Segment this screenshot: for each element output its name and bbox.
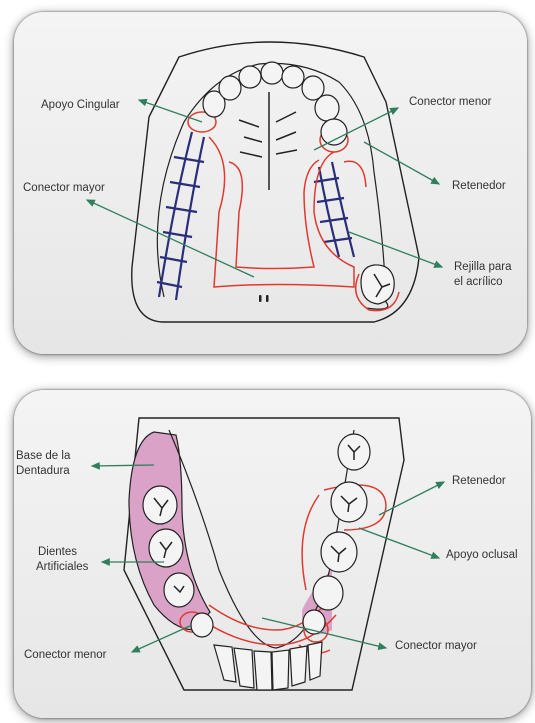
maxillary-framework-diagram: Apoyo Cingular Conector menor Conector m… [14,12,527,354]
label-apoyo-cingular: Apoyo Cingular [41,99,120,111]
label-conector-menor-upper: Conector menor [409,96,492,108]
label-rejilla-line2: el acrílico [454,276,503,288]
label-dientes-line2: Artificiales [36,561,89,573]
label-conector-mayor-lower: Conector mayor [395,640,477,652]
arrow-apoyo-oclusal [359,528,439,558]
arrow-conector-menor-lower [132,625,192,652]
mandibular-framework-diagram: Base de la Dentadura Dientes Artificiale… [14,390,531,718]
label-conector-menor-lower: Conector menor [24,649,107,661]
upper-diagram-card: Apoyo Cingular Conector menor Conector m… [14,12,527,354]
right-retention-grid [314,162,354,257]
label-base-line2: Dentadura [16,465,70,477]
arrow-rejilla [349,232,442,267]
label-retenedor-lower: Retenedor [452,475,506,487]
label-base-line1: Base de la [16,450,71,462]
foveae [259,295,269,302]
label-rejilla-line1: Rejilla para [454,261,512,273]
left-retention-grid [157,132,204,300]
label-dientes-line1: Dientes [38,546,77,558]
label-conector-mayor-upper: Conector mayor [23,182,105,194]
label-retenedor-upper: Retenedor [452,180,506,192]
label-apoyo-oclusal: Apoyo oclusal [446,549,518,561]
lower-diagram-card: Base de la Dentadura Dientes Artificiale… [14,390,531,718]
arrow-conector-mayor [87,200,254,277]
arrow-retenedor-lower [379,482,444,515]
